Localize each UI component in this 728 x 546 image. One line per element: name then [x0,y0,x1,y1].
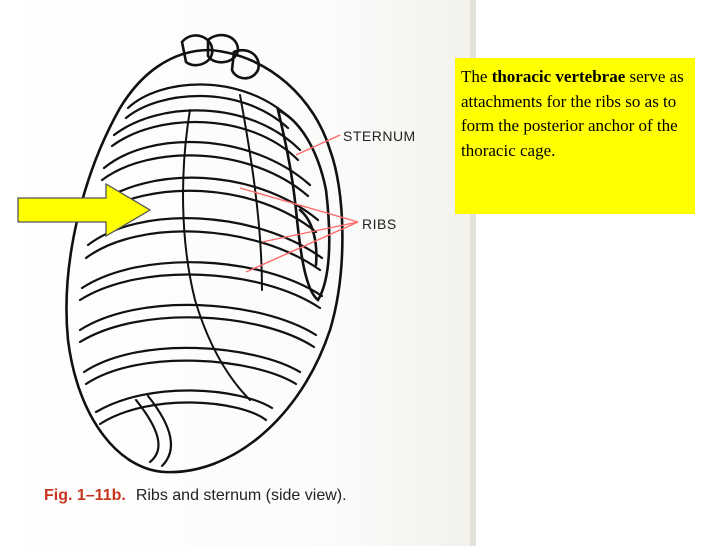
rib [110,120,300,162]
rib [78,316,316,349]
rib [82,346,302,374]
floating-rib [146,394,172,468]
leader-line-ribs [245,221,359,273]
leader-lines [239,134,359,273]
figure-number: Fig. 1–11b. [44,487,126,504]
leader-line-ribs [261,221,359,243]
rib [112,109,302,152]
floating-rib [134,398,160,464]
caption-text: Ribs and sternum (side view). [135,487,347,504]
rib-lines [78,83,324,468]
ribs-label: RIBS [362,216,397,232]
rib [102,140,312,187]
rib [84,359,298,386]
callout-prefix: The [461,67,492,86]
rib-cage-illustration [17,33,359,474]
vertebra [180,34,214,67]
figure-caption: Fig. 1–11b. Ribs and sternum (side view). [44,487,347,505]
inner-contour [182,109,251,401]
vertebra [230,49,260,80]
sternum-label: STERNUM [343,128,416,144]
leader-line-sternum [295,134,341,156]
callout-body: serve as attachments for the ribs so as … [461,67,684,160]
rib [78,273,322,310]
rib [80,261,324,298]
callout-box: The thoracic vertebrae serve as attachme… [455,58,695,214]
rib [98,401,268,426]
rib [124,94,290,130]
rib [84,230,322,272]
scan-page-edge [470,0,476,546]
inner-contour [239,94,263,291]
leader-line-ribs [239,187,359,223]
rib-cage-outline [65,48,344,474]
callout-emphasis: thoracic vertebrae [491,67,626,86]
rib [94,389,274,414]
rib [100,154,310,198]
scanned-figure [0,0,476,546]
arrow-right-icon [17,182,152,238]
rib [78,303,318,337]
rib [126,83,292,120]
